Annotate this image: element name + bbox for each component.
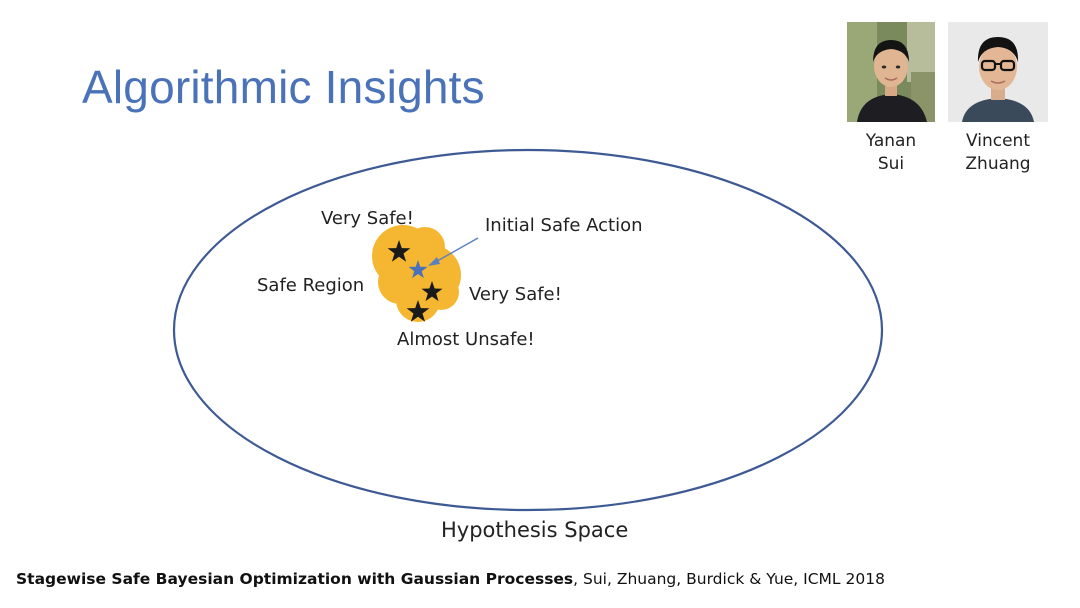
presenter-name: Vincent Zhuang bbox=[965, 131, 1031, 174]
arrow-head bbox=[428, 257, 440, 266]
presenter-vincent-zhuang: Vincent Zhuang bbox=[948, 22, 1048, 176]
presenter-photo bbox=[948, 22, 1048, 122]
slide-title: Algorithmic Insights bbox=[82, 61, 485, 113]
label-initial-safe-action: Initial Safe Action bbox=[485, 215, 643, 236]
star-initial-safe-action bbox=[408, 260, 428, 279]
initial-action-arrow bbox=[431, 237, 479, 265]
label-almost-unsafe: Almost Unsafe! bbox=[397, 329, 535, 350]
label-safe-region: Safe Region bbox=[257, 275, 365, 296]
citation-paper-title: Stagewise Safe Bayesian Optimization wit… bbox=[16, 570, 574, 588]
citation-authors: , Sui, Zhuang, Burdick & Yue, ICML 2018 bbox=[573, 570, 885, 588]
star-very-safe-right bbox=[421, 281, 443, 302]
star-almost-unsafe bbox=[406, 300, 430, 322]
citation: Stagewise Safe Bayesian Optimization wit… bbox=[16, 570, 885, 588]
presenter-yanan-sui: Yanan Sui bbox=[847, 22, 935, 176]
label-very-safe-top: Very Safe! bbox=[321, 208, 414, 229]
label-very-safe-right: Very Safe! bbox=[469, 284, 562, 305]
presenter-photo bbox=[847, 22, 935, 122]
hypothesis-space-label: Hypothesis Space bbox=[441, 518, 629, 542]
star-very-safe-top bbox=[387, 240, 411, 262]
hypothesis-space-ellipse bbox=[172, 148, 884, 512]
presenter-name: Yanan Sui bbox=[865, 131, 917, 174]
